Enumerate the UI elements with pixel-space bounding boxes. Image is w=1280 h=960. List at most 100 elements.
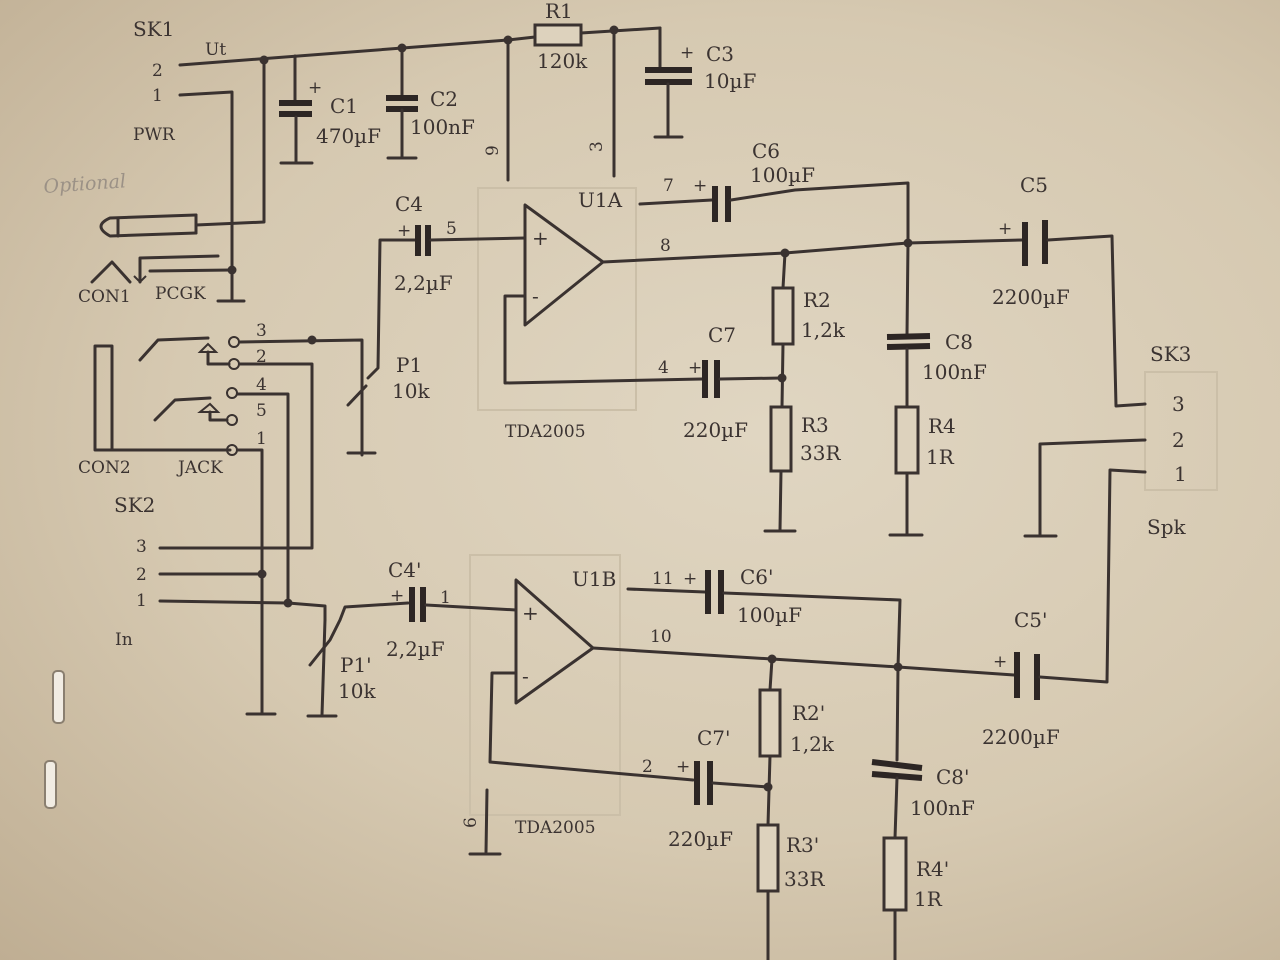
r2b-value: 1,2k <box>790 732 835 756</box>
r4-value: 1R <box>926 445 955 469</box>
c2-value: 100nF <box>410 115 475 139</box>
c4b-label: C4' <box>388 558 422 582</box>
r2-resistor <box>771 286 795 346</box>
pin7-label: 7 <box>663 176 674 196</box>
channel-a <box>366 181 1147 538</box>
c2-label: C2 <box>430 87 458 111</box>
u1b-part-label: TDA2005 <box>515 818 596 838</box>
con1-label: CON1 <box>78 287 131 307</box>
sk3-pin1-label: 1 <box>1174 462 1187 486</box>
sk1-pin1-label: 1 <box>152 86 163 106</box>
c1-plus-sign: + <box>308 78 322 98</box>
c6-value: 100µF <box>750 163 815 187</box>
power-supply <box>90 23 692 303</box>
sk1-label: SK1 <box>133 17 174 41</box>
u1b-minus-input: - <box>522 664 529 688</box>
pin5-label: 5 <box>446 219 457 239</box>
sk1-pin2-label: 2 <box>152 61 163 81</box>
u1a-minus-input: - <box>532 284 539 308</box>
u1a-plus-input: + <box>532 226 549 250</box>
con2-label: CON2 <box>78 458 131 478</box>
pin9-label: 9 <box>483 145 503 156</box>
sk3-pin2-label: 2 <box>1172 428 1185 452</box>
r3-resistor <box>769 405 793 473</box>
pin10-label: 10 <box>650 627 672 647</box>
c1-label: C1 <box>330 94 358 118</box>
u1a-label: U1A <box>578 188 623 212</box>
c4-label: C4 <box>395 192 423 216</box>
c6b-value: 100µF <box>737 603 802 627</box>
u1a-ic-outline <box>477 187 637 411</box>
r1-value: 120k <box>537 49 588 73</box>
sk2-pin1-label: 1 <box>136 591 147 611</box>
r4-label: R4 <box>928 414 956 438</box>
r4b-resistor <box>882 836 908 912</box>
c1-value: 470µF <box>316 124 381 148</box>
c7-value: 220µF <box>683 418 748 442</box>
optional-label: Optional <box>43 170 127 198</box>
c6b-plus-sign: + <box>683 569 697 589</box>
jack-pin2-label: 2 <box>256 347 267 367</box>
jack-pin3-label: 3 <box>256 321 267 341</box>
c4b-plus-sign: + <box>390 586 404 606</box>
sk2-pin2-label: 2 <box>136 565 147 585</box>
c8-label: C8 <box>945 330 973 354</box>
u1b-opamp <box>514 578 595 705</box>
r3b-value: 33R <box>784 867 825 891</box>
c5-label: C5 <box>1020 173 1048 197</box>
r4-resistor <box>894 405 920 475</box>
pin8-label: 8 <box>660 236 671 256</box>
u1b-label: U1B <box>572 567 616 591</box>
u1b-ic-outline <box>469 554 621 816</box>
pin4-label: 4 <box>658 358 669 378</box>
r2b-resistor <box>758 688 782 758</box>
c5b-label: C5' <box>1014 608 1048 632</box>
c5-value: 2200µF <box>992 285 1070 309</box>
u1a-part-label: TDA2005 <box>505 422 586 442</box>
c8b-label: C8' <box>936 765 970 789</box>
c5b-value: 2200µF <box>982 725 1060 749</box>
channel-b <box>409 468 1147 960</box>
pin3-label: 3 <box>587 141 607 152</box>
r4b-value: 1R <box>914 887 943 911</box>
p1-label: P1 <box>396 353 422 377</box>
jack-pin1-label: 1 <box>256 429 267 449</box>
c4-value: 2,2µF <box>394 271 453 295</box>
sk3-pin3-label: 3 <box>1172 392 1185 416</box>
binder-ring-bottom <box>44 760 57 809</box>
pin1-label: 1 <box>440 588 451 608</box>
r3b-resistor <box>756 823 780 893</box>
c8-value: 100nF <box>922 360 987 384</box>
pin2-label: 2 <box>642 757 653 777</box>
c7-plus-sign: + <box>688 358 702 378</box>
r2b-label: R2' <box>792 701 825 725</box>
jack-label: JACK <box>176 458 223 478</box>
c6b-label: C6' <box>740 565 774 589</box>
in-label: In <box>115 630 133 650</box>
c4b-value: 2,2µF <box>386 637 445 661</box>
sk3-label: SK3 <box>1150 342 1191 366</box>
pwr-label: PWR <box>133 125 176 145</box>
r4b-label: R4' <box>916 857 949 881</box>
c6-plus-sign: + <box>693 176 707 196</box>
r1-resistor <box>533 23 583 47</box>
c3-value: 10µF <box>704 69 756 93</box>
r2-label: R2 <box>803 288 831 312</box>
c3-plus-sign: + <box>680 43 694 63</box>
input-section <box>93 335 410 718</box>
r3b-label: R3' <box>786 833 819 857</box>
c8b-value: 100nF <box>910 796 975 820</box>
r2-value: 1,2k <box>801 318 846 342</box>
r3-label: R3 <box>801 413 829 437</box>
c6-label: C6 <box>752 139 780 163</box>
jack-pin4-label: 4 <box>256 375 267 395</box>
spk-label: Spk <box>1147 515 1187 539</box>
pcgk-label: PCGK <box>155 284 206 304</box>
c3-label: C3 <box>706 42 734 66</box>
p1b-value: 10k <box>338 679 376 703</box>
pin6-label: 6 <box>461 817 481 828</box>
jack-pin5-label: 5 <box>256 401 267 421</box>
c7b-plus-sign: + <box>676 757 690 777</box>
